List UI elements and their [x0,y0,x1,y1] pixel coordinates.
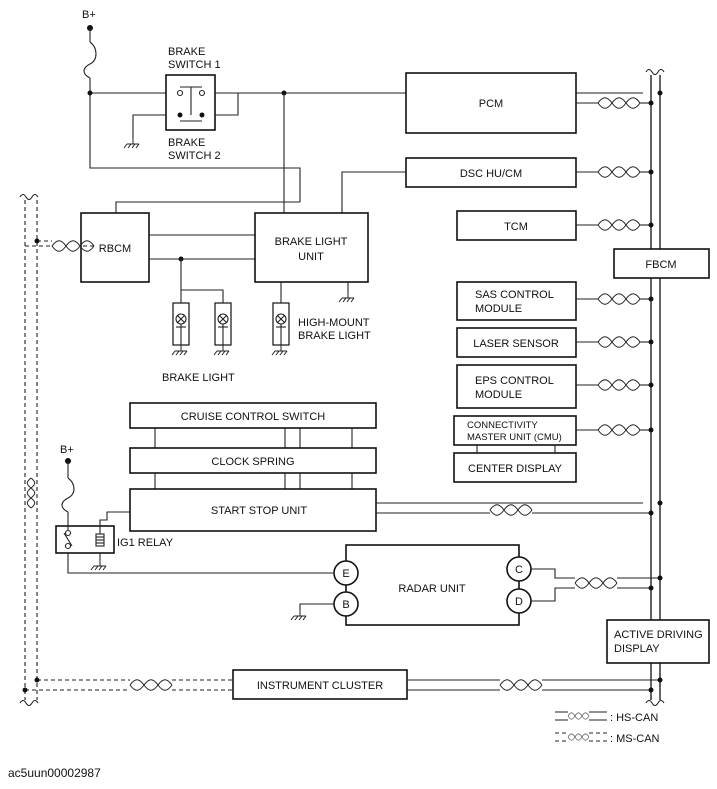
brake-switch-2-label-2: SWITCH 2 [168,150,221,162]
rbcm-module: RBCM [25,201,300,283]
instrument-cluster-label: INSTRUMENT CLUSTER [257,680,383,692]
sas-module: SAS CONTROL MODULE [456,281,654,321]
active-driving-display: ACTIVE DRIVING DISPLAY [606,619,710,664]
hs-can-bus [645,68,665,707]
center-display-module: CENTER DISPLAY [453,445,577,483]
laser-sensor-module: LASER SENSOR [456,327,654,358]
legend-hs-can: : HS-CAN [610,712,658,724]
active-driving-label-1: ACTIVE DRIVING [614,629,703,641]
brake-switch-1-label-2: SWITCH 1 [168,59,221,71]
brake-light-unit-label-1: BRAKE LIGHT [275,236,348,248]
ms-can-bus [19,193,39,707]
dsc-module: DSC HU/CM [341,157,654,213]
radar-pin-c: C [515,564,523,576]
ig1-relay: B+ IG1 RELAY [55,444,333,574]
cmu-module: CONNECTIVITY MASTER UNIT (CMU) [453,415,654,446]
image-id-caption: ac5uun00002987 [8,766,101,780]
clock-spring: CLOCK SPRING [129,428,377,489]
radar-unit: RADAR UNIT E B C D [290,544,663,626]
radar-pin-b: B [342,599,349,611]
laser-label: LASER SENSOR [473,338,559,350]
brake-switch-2-label-1: BRAKE [168,137,205,149]
eps-label-1: EPS CONTROL [475,375,554,387]
eps-label-2: MODULE [475,389,522,401]
radar-label: RADAR UNIT [398,583,466,595]
sas-label-2: MODULE [475,303,522,315]
brake-light-unit: BRAKE LIGHT UNIT [254,212,369,303]
eps-module: EPS CONTROL MODULE [456,364,654,409]
instrument-cluster: INSTRUMENT CLUSTER [22,669,663,700]
high-mount-label-1: HIGH-MOUNT [298,317,370,329]
b-plus-label: B+ [82,9,96,21]
pcm-module: PCM [405,72,663,134]
b-plus-relay-label: B+ [60,444,74,456]
fbcm-label: FBCM [645,259,676,271]
brake-lamps: BRAKE LIGHT HIGH-MOUNT BRAKE LIGHT [162,256,371,384]
pcm-label: PCM [479,98,503,110]
brake-light-unit-label-2: UNIT [298,251,324,263]
brake-light-label: BRAKE LIGHT [162,372,235,384]
clock-spring-label: CLOCK SPRING [211,456,294,468]
radar-pin-e: E [342,568,349,580]
radar-pin-d: D [515,596,523,608]
cmu-label-1: CONNECTIVITY [467,420,538,431]
ig1-relay-label: IG1 RELAY [117,537,174,549]
rbcm-label: RBCM [99,243,131,255]
cmu-label-2: MASTER UNIT (CMU) [467,432,562,443]
high-mount-label-2: BRAKE LIGHT [298,330,371,342]
cruise-control-switch: CRUISE CONTROL SWITCH [129,402,377,429]
center-display-label: CENTER DISPLAY [468,463,563,475]
legend-ms-can: : MS-CAN [610,733,660,745]
tcm-module: TCM [456,210,654,241]
tcm-label: TCM [504,221,528,233]
b-plus-supply-top: B+ [82,9,301,202]
fbcm-module: FBCM [613,248,710,279]
dsc-label: DSC HU/CM [460,168,522,180]
brake-switch-1-label-1: BRAKE [168,46,205,58]
sas-label-1: SAS CONTROL [475,289,554,301]
active-driving-label-2: DISPLAY [614,643,660,655]
start-stop-unit: START STOP UNIT [129,488,663,532]
cruise-label: CRUISE CONTROL SWITCH [181,411,325,423]
legend: : HS-CAN : MS-CAN [555,711,660,745]
start-stop-label: START STOP UNIT [211,505,307,517]
